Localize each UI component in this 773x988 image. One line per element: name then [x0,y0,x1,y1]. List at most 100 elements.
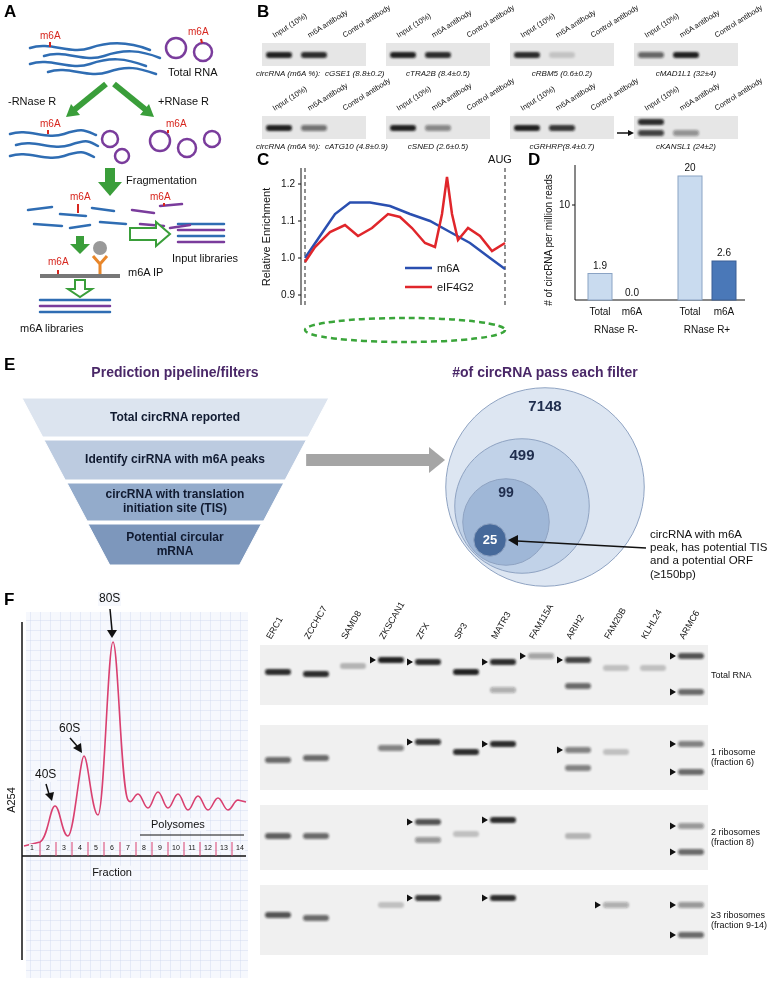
circular-rna [170,225,190,228]
row-label: ≥3 ribosomes (fraction 9-14) [711,910,769,931]
gel [510,116,614,139]
fraction-number: 9 [157,844,163,852]
gel-band [415,739,441,745]
gel-caption: cGRHRP(8.4±0.7) [530,142,595,151]
gel-band [565,683,591,689]
circular-rna [132,210,154,213]
arrow-shaft [306,454,429,466]
polysome-profile [168,842,169,856]
lane-heading: Input (10%) [271,85,308,113]
polysome-profile [232,842,233,856]
gel-band [266,125,292,131]
band-pointer [670,823,676,830]
rna-strands [10,130,96,135]
bar-value: 0.0 [625,287,639,299]
gel-band [603,749,629,755]
gel-caption: cMAD1L1 (32±4) [656,69,716,78]
gel-band [266,52,699,136]
gel-band [678,741,704,747]
flow-arrow [105,168,115,182]
rna-strands [92,208,114,211]
count-circle: 25 [473,523,507,557]
gel-band [565,747,591,753]
band-outline [67,483,284,521]
tick-label: 10 [559,199,570,211]
row-label: Total RNA [711,670,769,680]
line-chart [305,177,505,262]
modification-mark: m6A [188,26,209,38]
fraction-number: 5 [93,844,99,852]
gel [260,805,708,870]
axis-title: Fraction [91,866,133,879]
row-label: 2 ribosomes (fraction 8) [711,827,769,848]
band-pointer [670,741,676,748]
gel [262,116,366,139]
polysome-profile [45,792,54,801]
band-pointer [617,130,634,136]
bar-value: 20 [684,162,695,174]
bar-value: 1.9 [593,260,607,272]
modification-tick [49,42,51,47]
fraction-number: 6 [109,844,115,852]
fraction-number: 10 [171,844,181,852]
gel [634,116,738,139]
tick-label: 1.2 [281,178,295,190]
region-label: Polysomes [150,818,206,831]
gel-band [638,119,664,125]
gel-band [453,749,479,755]
polysome-profile [40,842,232,856]
rna-strands [48,68,156,74]
polysome-profile [22,609,248,978]
circle-outline [463,479,550,566]
polysome-profile [136,842,137,856]
tick-label: 1.0 [281,252,295,264]
group-label: RNase R- [594,324,638,336]
line-chart [305,318,505,342]
panel-letter: B [257,2,269,22]
position-marker: AUG [488,153,512,166]
gel-band [266,52,292,58]
bar-chart [575,165,576,300]
gel-band [678,849,704,855]
immunoprecipitation [93,241,107,255]
gel-band [265,912,291,918]
row-caption: circRNA (m6A %): [256,142,320,151]
gene-label: ARIH2 [564,613,586,641]
lane-heading: Control antibody [589,4,640,40]
circular-rna [178,229,224,232]
gel-band [490,659,516,665]
panel-letter: A [4,2,16,22]
filter-text: circRNA with translation initiation site… [93,488,257,516]
polysome-profile [40,842,41,856]
rna-strands [100,222,126,224]
modification-mark: m6A [40,30,61,42]
polysome-profile [110,609,112,630]
band-pointer [407,739,413,746]
line-chart [301,168,302,305]
row-caption: circRNA (m6A %): [256,69,320,78]
immunoprecipitation [93,256,107,274]
row-label: 1 ribosome (fraction 6) [711,747,769,768]
gel [386,116,490,139]
gel-band [549,52,575,58]
gel-band [415,659,441,665]
gel-band [528,653,554,659]
peak-label: 80S [98,592,121,606]
band-pointer [407,895,413,902]
bar-chart [572,205,575,206]
lane-heading: Input (10%) [395,85,432,113]
gel-band [301,125,327,131]
gel-band [303,671,329,677]
flow-arrow [66,104,80,117]
gel-band [565,657,591,663]
lane-heading: Input (10%) [643,85,680,113]
gel-band [514,125,540,131]
step-label: +RNase R [158,95,209,108]
modification-tick [163,203,165,206]
flow-arrow [140,104,154,117]
flow-arrow [68,280,92,297]
circle-outline [455,439,590,574]
filter-band: Total circRNA reported [22,398,329,437]
bar-chart [572,165,745,300]
group-label: RNase R+ [684,324,730,336]
